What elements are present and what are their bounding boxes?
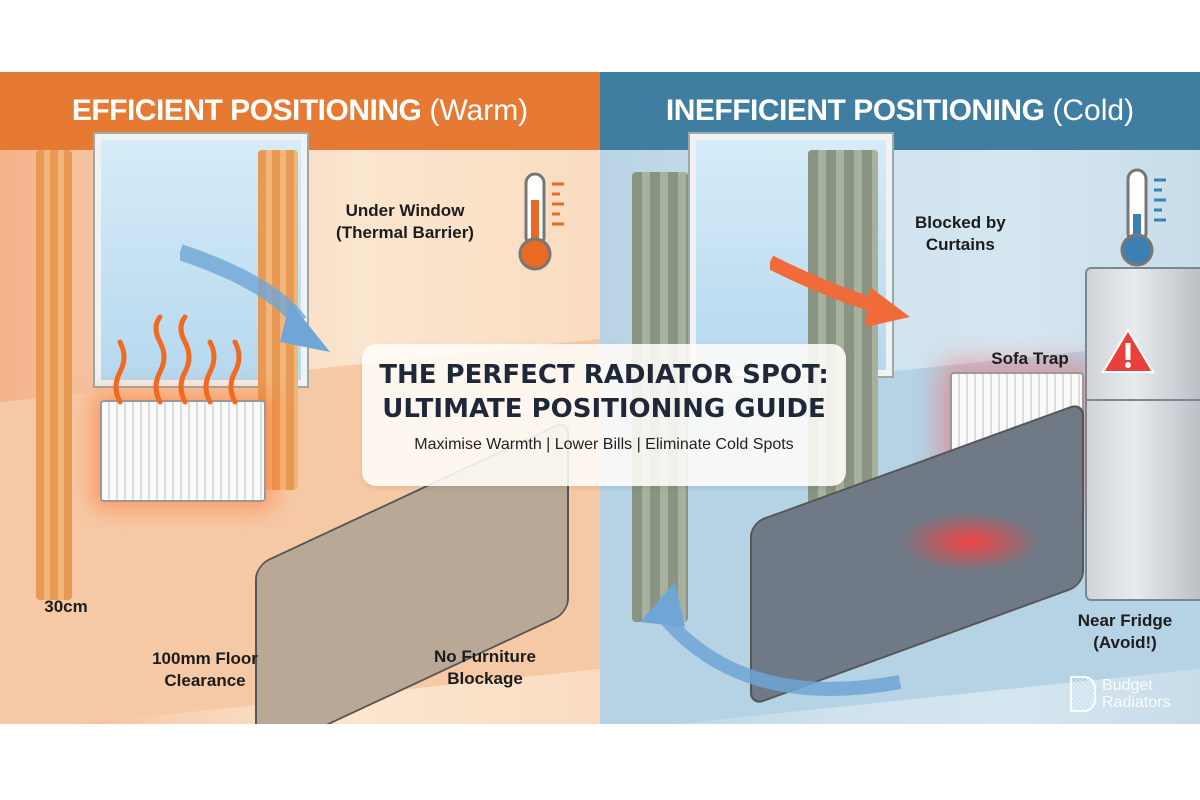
inefficient-heading-note: (Cold) xyxy=(1052,94,1135,127)
curtain-left xyxy=(36,150,72,600)
infographic: EFFICIENT POSITIONING (Warm) xyxy=(0,72,1200,724)
logo-b-icon xyxy=(1070,676,1096,712)
logo-line: Budget xyxy=(1102,677,1153,694)
label-line: Blockage xyxy=(447,669,523,688)
no-furniture-label: No Furniture Blockage xyxy=(410,646,560,690)
label-line: Clearance xyxy=(164,671,246,690)
label-line: (Thermal Barrier) xyxy=(336,223,474,242)
label-line: No Furniture xyxy=(434,647,536,666)
brand-logo: Budget Radiators xyxy=(1070,676,1170,712)
fridge-door-line xyxy=(1087,399,1200,401)
label-line: Near Fridge xyxy=(1077,611,1173,630)
blocked-heat-arrow-icon xyxy=(770,255,910,327)
subtitle: Maximise Warmth | Lower Bills | Eliminat… xyxy=(414,436,794,453)
label-line: Curtains xyxy=(925,235,995,254)
distance-label: 30cm xyxy=(44,597,88,616)
near-fridge-label: Near Fridge (Avoid!) xyxy=(1060,610,1190,654)
sofa-trap-label: Sofa Trap xyxy=(991,349,1069,368)
logo-text: Budget Radiators xyxy=(1102,677,1170,711)
heat-waves-icon xyxy=(113,314,242,405)
label-line: Blocked by xyxy=(915,213,1006,232)
logo-line: Radiators xyxy=(1102,694,1171,711)
label-line: 100mm Floor xyxy=(152,649,258,668)
title-line: ULTIMATE POSITIONING GUIDE xyxy=(382,394,826,424)
inefficient-heading: INEFFICIENT POSITIONING xyxy=(665,94,1045,127)
thermometer-cold-icon xyxy=(1120,168,1166,267)
label-line: (Avoid!) xyxy=(1093,633,1157,652)
label-line: Under Window xyxy=(345,201,465,220)
floor-clearance-label: 100mm Floor Clearance xyxy=(130,648,280,692)
thermometer-hot-icon xyxy=(518,172,564,271)
under-window-label: Under Window (Thermal Barrier) xyxy=(330,200,480,244)
heat-trap-glow xyxy=(900,512,1040,572)
main-title: THE PERFECT RADIATOR SPOT: ULTIMATE POSI… xyxy=(362,358,846,426)
efficient-heading: EFFICIENT POSITIONING xyxy=(71,94,422,127)
warning-icon xyxy=(1101,328,1155,373)
radiator xyxy=(100,400,266,502)
title-card: THE PERFECT RADIATOR SPOT: ULTIMATE POSI… xyxy=(362,344,846,486)
cold-airflow-arrow-icon xyxy=(640,582,902,696)
efficient-heading-note: (Warm) xyxy=(429,94,529,127)
fridge xyxy=(1085,267,1200,601)
airflow-arrow-icon xyxy=(180,244,330,352)
blocked-by-curtains-label: Blocked by Curtains xyxy=(915,212,1006,256)
title-line: THE PERFECT RADIATOR SPOT: xyxy=(379,360,829,390)
